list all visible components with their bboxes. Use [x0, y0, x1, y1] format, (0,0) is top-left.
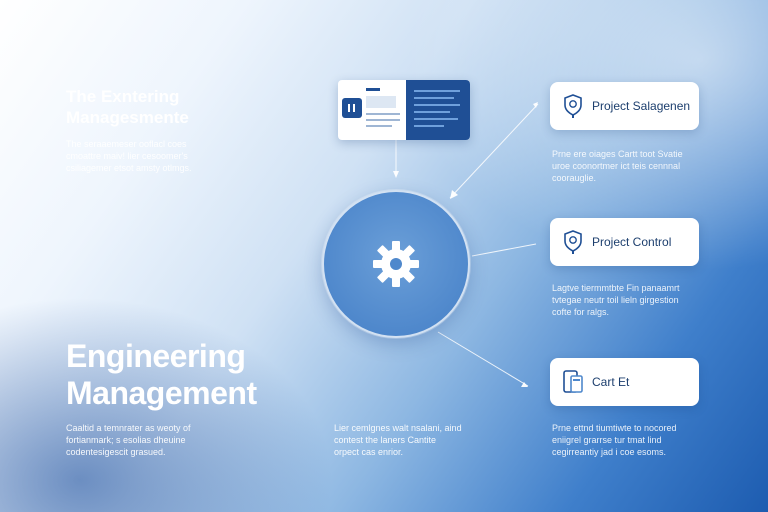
document-panel [406, 80, 470, 140]
card-desc-line: Prne ere oiages Cartt toot Svatie [552, 149, 683, 159]
connector-hub-card3 [437, 331, 529, 387]
card-label: Cart Et [592, 375, 630, 389]
card-desc-line: Prne ettnd tiumtiwte to nocored [552, 423, 677, 433]
card-desc-line: cofte for ralgs. [552, 307, 610, 317]
document-illustration [338, 80, 470, 140]
arrow-head [450, 190, 458, 199]
section-subtitle-line2: Managesmente [66, 108, 189, 127]
card3-description: Prne ettnd tiumtiwte to nocored eniigrel… [552, 422, 752, 458]
connector-hub-card1 [449, 103, 539, 199]
card-desc-line: uroe coonortmer ict teis cennnal [552, 161, 681, 171]
subtitle-desc-line: The seraaemeser ooflacl coes [66, 139, 187, 149]
card-label: Project Control [592, 235, 672, 249]
card-project-salagenen[interactable]: Project Salagenen [550, 82, 699, 130]
card-label: Project Salagenen [592, 99, 691, 113]
center-desc-line: Lier cemlgnes walt nsalani, aind [334, 423, 462, 433]
main-desc-line: Caaltid a temnrater as weoty of [66, 423, 191, 433]
section-subtitle: The Exntering Managesmente [66, 86, 286, 128]
main-desc-line: codentesigescit grasued. [66, 447, 166, 457]
shield-gear-icon [562, 229, 584, 255]
document-badge-icon [342, 98, 362, 118]
card-desc-line: tvtegae neutr toil lieln girgestion [552, 295, 679, 305]
arrow-head [393, 171, 399, 178]
card2-description: Lagtve tiermmtbte Fin panaamrt tvtegae n… [552, 282, 752, 318]
page-title-line1: Engineering [66, 338, 246, 374]
center-desc-line: contest the laners Cantite [334, 435, 437, 445]
card-project-control[interactable]: Project Control [550, 218, 699, 266]
card-desc-line: coorauglie. [552, 173, 597, 183]
page-title: Engineering Management [66, 338, 366, 412]
card-desc-line: Lagtve tiermmtbte Fin panaamrt [552, 283, 680, 293]
subtitle-desc-line: csiliagemer etsot amsty otlmgs. [66, 163, 192, 173]
gear-icon [373, 241, 419, 287]
arrow-head [533, 102, 538, 108]
card-desc-line: cegirreantiy jad i coe esoms. [552, 447, 667, 457]
subtitle-desc-line: cmoattre maiv! lier cesoomer's [66, 151, 188, 161]
devices-icon [562, 369, 584, 395]
section-subtitle-line1: The Exntering [66, 87, 180, 106]
document-lines-icon [366, 88, 400, 127]
card-desc-line: eniigrel grarrse tur tmat lind [552, 435, 662, 445]
connector-hub-card2 [471, 243, 537, 257]
page-title-line2: Management [66, 375, 257, 411]
center-description: Lier cemlgnes walt nsalani, aind contest… [334, 422, 514, 458]
card-cart-et[interactable]: Cart Et [550, 358, 699, 406]
main-description: Caaltid a temnrater as weoty of fortianm… [66, 422, 286, 458]
card1-description: Prne ere oiages Cartt toot Svatie uroe c… [552, 148, 752, 184]
central-hub [322, 190, 470, 338]
main-desc-line: fortianmark; s esolias dheuine [66, 435, 186, 445]
center-desc-line: orpect cas enrior. [334, 447, 404, 457]
arrow-head [521, 382, 528, 387]
shield-gear-icon [562, 93, 584, 119]
subtitle-description: The seraaemeser ooflacl coes cmoattre ma… [66, 138, 286, 174]
